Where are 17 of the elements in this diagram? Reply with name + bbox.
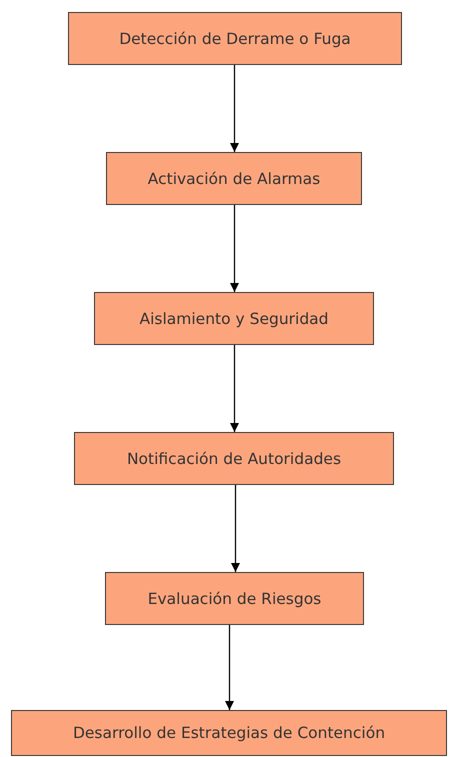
step-label: Notificación de Autoridades: [126, 450, 342, 468]
process-box: [94, 292, 374, 345]
arrow: [231, 485, 240, 572]
process-box: [74, 432, 394, 485]
process-box: [106, 152, 362, 205]
step-label: Evaluación de Riesgos: [148, 590, 322, 608]
arrow: [230, 65, 239, 152]
step-label: Aislamiento y Seguridad: [139, 310, 329, 328]
step-label: Activación de Alarmas: [148, 170, 320, 188]
arrow: [225, 625, 234, 710]
process-box: [11, 710, 447, 756]
step-label: Desarrollo de Estrategias de Contención: [72, 724, 386, 742]
arrow: [230, 345, 239, 432]
process-box: [105, 572, 364, 625]
process-box: [68, 12, 402, 65]
arrow: [230, 205, 239, 292]
step-label: Detección de Derrame o Fuga: [119, 30, 351, 48]
